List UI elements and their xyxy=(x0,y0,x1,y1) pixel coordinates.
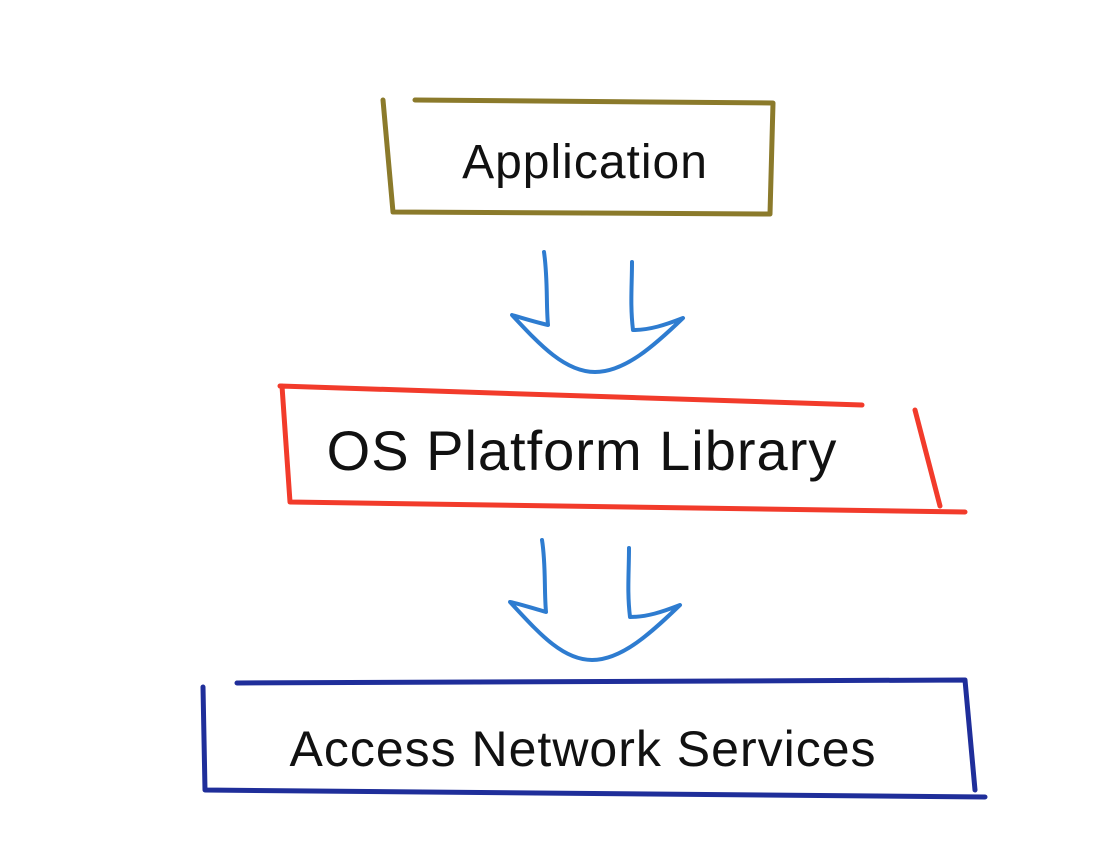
os-platform-library-label: OS Platform Library xyxy=(327,419,838,482)
os-platform-library-box: OS Platform Library xyxy=(277,383,968,515)
arrow-down-1 xyxy=(510,250,685,374)
access-network-services-box: Access Network Services xyxy=(200,677,988,800)
application-box: Application xyxy=(380,97,776,217)
arrow-down-2 xyxy=(508,538,682,662)
access-network-services-label: Access Network Services xyxy=(289,721,876,777)
application-label: Application xyxy=(462,136,708,189)
